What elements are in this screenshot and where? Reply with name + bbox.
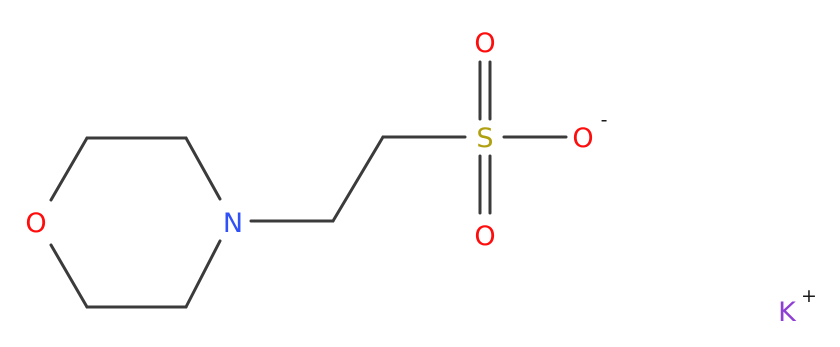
morpholine-ring <box>49 136 222 309</box>
ethyl-chain <box>249 135 467 223</box>
bond-c-n-upper <box>184 136 222 201</box>
bond-c-c-chain <box>331 135 385 223</box>
atom-nitrogen: N <box>223 208 243 239</box>
bond-o-c-upper <box>49 136 89 202</box>
atom-oxygen-anion: O <box>572 123 593 154</box>
bond-c-o-lower <box>49 243 89 309</box>
charge-potassium: + <box>801 285 817 307</box>
atom-sulfur: S <box>476 123 493 154</box>
sulfonate-bonds <box>478 60 568 215</box>
atom-oxygen-ring: O <box>25 208 46 239</box>
atom-oxygen-top: O <box>474 28 495 59</box>
atom-potassium: K <box>778 297 797 328</box>
charge-anion: - <box>601 109 608 131</box>
bond-n-c-lower <box>184 239 222 309</box>
atom-oxygen-bottom: O <box>474 221 495 252</box>
